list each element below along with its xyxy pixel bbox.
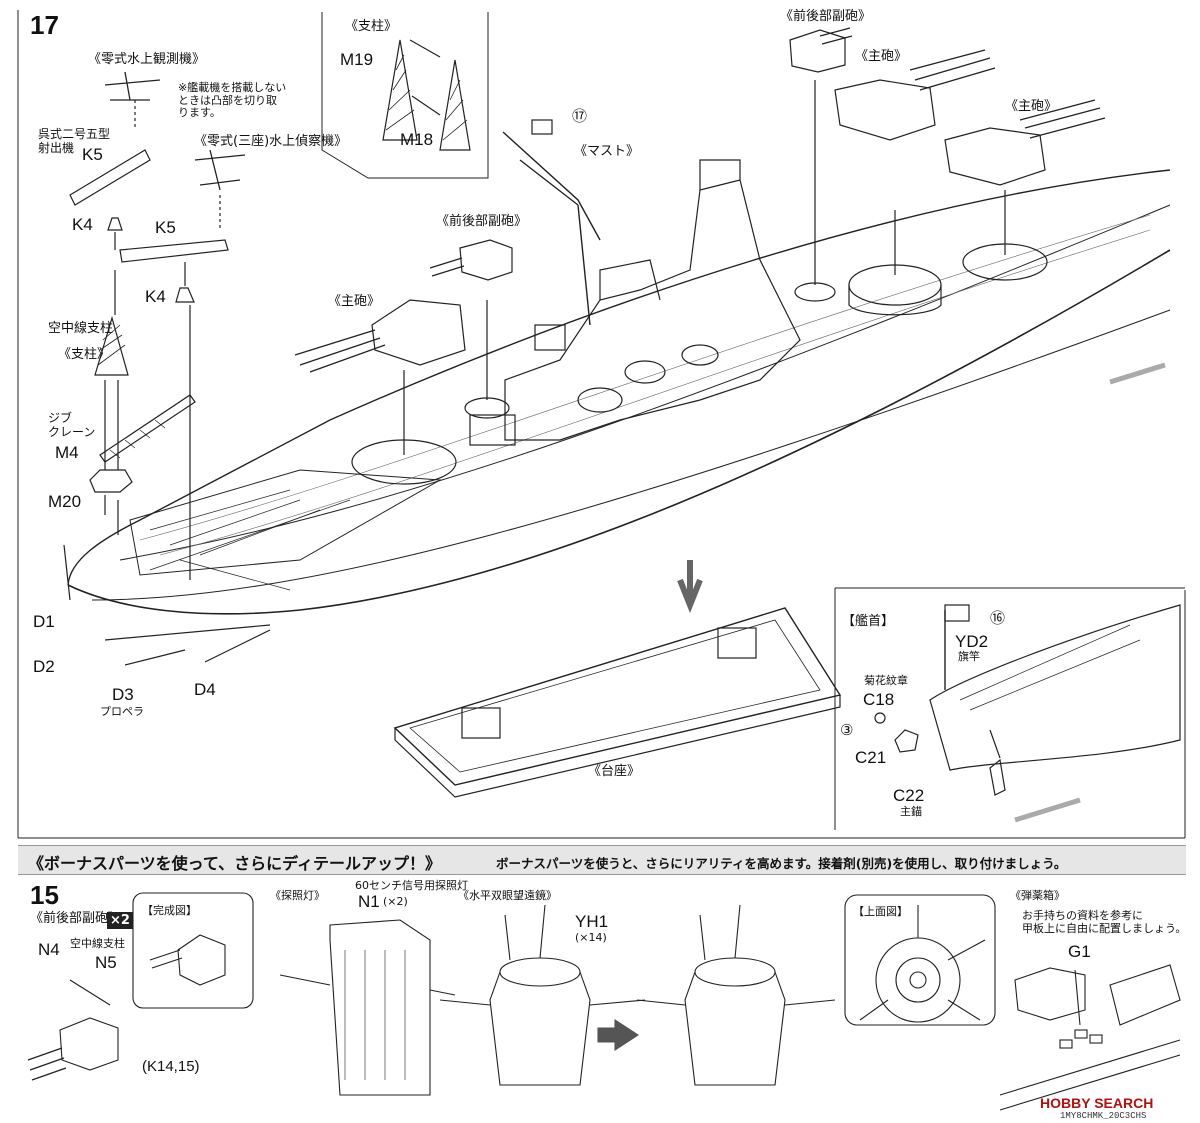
part-C18: C18 xyxy=(863,690,895,709)
part-N5: N5 xyxy=(95,953,117,972)
label-ammo-note: お手持ちの資料を参考に 甲板上に自由に配置しましょう。 xyxy=(1022,909,1187,935)
part-M18: M18 xyxy=(400,130,434,149)
label-chrysanthemum: 菊花紋章 xyxy=(864,674,908,687)
label-wire-pillar-15: 空中線支柱 xyxy=(70,937,125,950)
label-pillar: 《支柱》 xyxy=(58,347,111,362)
label-flagpole: 旗竿 xyxy=(958,650,980,663)
label-anchor: 主錨 xyxy=(900,805,922,818)
label-main-gun-c: 《主砲》 xyxy=(1005,99,1058,114)
bonus-description: ボーナスパーツを使うと、さらにリアリティを高めます。接着剤(別売)を使用し、取り… xyxy=(496,856,1067,871)
label-top-view: 【上面図】 xyxy=(853,905,908,918)
label-completed: 【完成図】 xyxy=(142,904,197,917)
circle-3: ③ xyxy=(840,721,854,739)
step-number-17: 17 xyxy=(30,10,59,40)
part-YD2: YD2 xyxy=(955,632,989,651)
part-D4: D4 xyxy=(194,680,216,699)
label-sub-gun-b: 《前後部副砲》 xyxy=(436,214,528,229)
label-sub-gun: 《前後部副砲》 xyxy=(30,911,122,926)
label-propeller: プロペラ xyxy=(100,705,144,718)
part-M4: M4 xyxy=(55,443,79,462)
label-catapult: 呉式二号五型 射出機 xyxy=(38,127,111,155)
label-base: 《台座》 xyxy=(588,764,641,779)
label-searchlight: 《探照灯》 xyxy=(270,889,325,902)
watermark-logo: HOBBY SEARCH xyxy=(1040,1095,1154,1111)
part-G1: G1 xyxy=(1068,942,1091,961)
part-D3: D3 xyxy=(112,685,134,704)
label-YH1-qty: (×14) xyxy=(575,931,607,944)
part-C22: C22 xyxy=(893,786,925,805)
label-jib-crane: ジブ クレーン xyxy=(48,411,96,439)
quantity-badge: ×2 xyxy=(107,912,133,929)
step-number-15: 15 xyxy=(30,880,59,910)
part-C21: C21 xyxy=(855,748,887,767)
label-k-parts: (K14,15) xyxy=(142,1058,200,1075)
part-D1: D1 xyxy=(33,612,55,631)
label-signal-light: 60センチ信号用探照灯 xyxy=(355,879,468,892)
circle-17: ⑰ xyxy=(572,107,588,125)
part-K4-a: K4 xyxy=(72,215,93,234)
label-main-gun-a: 《主砲》 xyxy=(328,294,381,309)
label-seaplane: 《零式水上観測機》 xyxy=(88,52,206,67)
bonus-banner: 《ボーナスパーツを使って、さらにディテールアップ！》 ボーナスパーツを使うと、さ… xyxy=(18,845,1186,875)
part-N4: N4 xyxy=(38,940,60,959)
label-sub-gun-a: 《前後部副砲》 xyxy=(780,9,872,24)
label-mast: 《マスト》 xyxy=(574,144,640,159)
label-note: ※艦載機を搭載しない ときは凸部を切り取 ります。 xyxy=(178,81,287,120)
part-N1: N1 xyxy=(358,892,380,911)
part-K4-b: K4 xyxy=(145,287,166,306)
bonus-title: 《ボーナスパーツを使って、さらにディテールアップ！》 xyxy=(28,854,441,873)
label-N1-qty: (×2) xyxy=(383,895,408,908)
part-YH1: YH1 xyxy=(575,912,609,931)
part-K5-b: K5 xyxy=(155,218,176,237)
part-M19: M19 xyxy=(340,50,374,69)
label-pillar-top: 《支柱》 xyxy=(345,19,398,34)
label-bow: 【艦首】 xyxy=(842,614,895,629)
part-M20: M20 xyxy=(48,492,82,511)
part-D2: D2 xyxy=(33,657,55,676)
label-binocular: 《水平双眼望遠鏡》 xyxy=(458,889,557,902)
part-K5-a: K5 xyxy=(82,145,103,164)
label-ammo-box: 《弾薬箱》 xyxy=(1010,889,1065,902)
label-main-gun-b: 《主砲》 xyxy=(855,49,908,64)
circle-16: ⑯ xyxy=(990,609,1006,627)
label-wire-pillar: 空中線支柱 xyxy=(48,321,114,336)
label-recon-plane: 《零式(三座)水上偵察機》 xyxy=(194,134,348,149)
watermark-code: 1MY8CHMK_20C3CHS xyxy=(1060,1111,1147,1121)
